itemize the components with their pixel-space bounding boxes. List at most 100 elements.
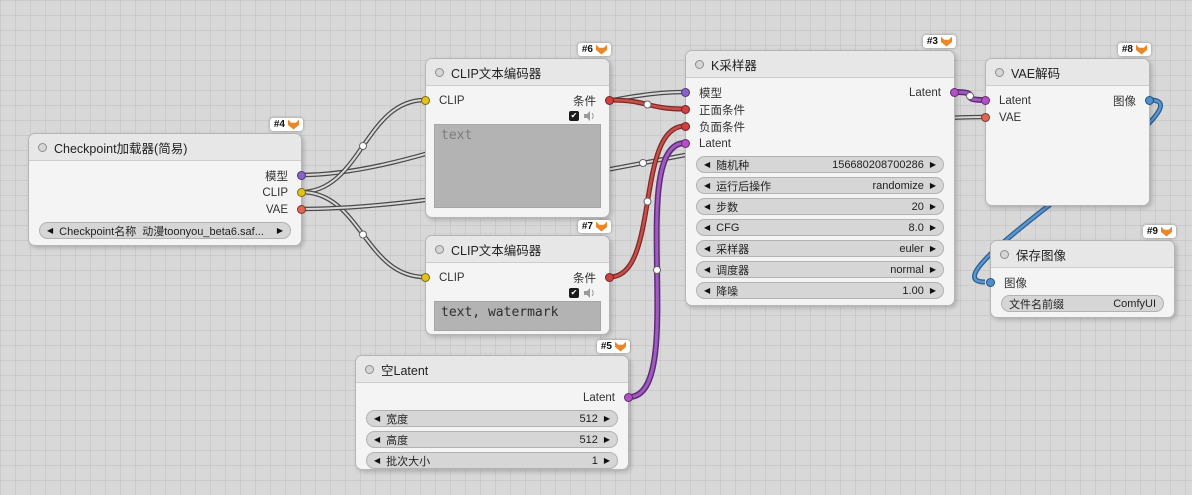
- slot-row: CLIP 条件: [421, 269, 614, 286]
- checkbox-icon[interactable]: ✔: [569, 110, 579, 121]
- increment-arrow-icon[interactable]: ▶: [603, 413, 610, 423]
- decrement-arrow-icon[interactable]: ◀: [704, 264, 711, 274]
- checkbox-icon[interactable]: ✔: [569, 287, 579, 298]
- output-slot-conditioning[interactable]: [605, 273, 614, 282]
- widget-scheduler[interactable]: ◀ 调度器 normal ▶: [696, 261, 944, 278]
- node-save-image[interactable]: #9 保存图像 图像 文件名前缀 ComfyUI: [986, 225, 1176, 318]
- decrement-arrow-icon[interactable]: ◀: [47, 225, 54, 235]
- decrement-arrow-icon[interactable]: ◀: [704, 243, 711, 253]
- increment-arrow-icon[interactable]: ▶: [929, 243, 936, 253]
- speaker-icon[interactable]: [584, 110, 596, 121]
- decrement-arrow-icon[interactable]: ◀: [374, 455, 381, 465]
- node-header[interactable]: CLIP文本编码器: [426, 236, 609, 263]
- increment-arrow-icon[interactable]: ▶: [929, 201, 936, 211]
- increment-arrow-icon[interactable]: ▶: [929, 285, 936, 295]
- widget-sampler-name[interactable]: ◀ 采样器 euler ▶: [696, 240, 944, 257]
- collapse-dot-icon[interactable]: [435, 67, 444, 77]
- node-header[interactable]: VAE解码: [986, 59, 1149, 86]
- node-clip-text-encode-negative[interactable]: #7 CLIP文本编码器 CLIP 条件 ✔ text, watermark: [421, 220, 614, 335]
- decrement-arrow-icon[interactable]: ◀: [704, 159, 711, 169]
- collapse-dot-icon[interactable]: [435, 244, 444, 254]
- collapse-dot-icon[interactable]: [38, 142, 47, 152]
- slot-label: 负面条件: [699, 121, 745, 134]
- collapse-dot-icon[interactable]: [365, 364, 374, 374]
- node-title: Checkpoint加载器(简易): [54, 141, 188, 156]
- node-badge: #4: [269, 118, 303, 131]
- slot-label: Latent: [909, 86, 941, 99]
- input-slot-model[interactable]: [681, 88, 690, 97]
- input-slot-clip[interactable]: [421, 96, 430, 105]
- decrement-arrow-icon[interactable]: ◀: [374, 413, 381, 423]
- decrement-arrow-icon[interactable]: ◀: [704, 285, 711, 295]
- node-id: #3: [926, 36, 938, 47]
- slot-label: Latent: [999, 94, 1031, 107]
- prompt-text-area[interactable]: text, watermark: [434, 301, 601, 331]
- input-slot-clip[interactable]: [421, 273, 430, 282]
- node-header[interactable]: 保存图像: [991, 241, 1174, 268]
- node-badge: #5: [596, 340, 630, 353]
- increment-arrow-icon[interactable]: ▶: [276, 225, 283, 235]
- widget-filename-prefix[interactable]: 文件名前缀 ComfyUI: [1001, 295, 1164, 312]
- widget-denoise[interactable]: ◀ 降噪 1.00 ▶: [696, 282, 944, 299]
- output-slot-image[interactable]: [1145, 96, 1154, 105]
- node-empty-latent[interactable]: #5 空Latent Latent ◀ 宽度 512 ▶ ◀ 高度 512 ▶: [355, 340, 633, 470]
- collapse-dot-icon[interactable]: [695, 59, 704, 69]
- widget-steps[interactable]: ◀ 步数 20 ▶: [696, 198, 944, 215]
- input-slot-positive[interactable]: [681, 105, 690, 114]
- output-slot-latent[interactable]: [624, 393, 633, 402]
- widget-label: 步数: [716, 201, 739, 214]
- node-clip-text-encode-positive[interactable]: #6 CLIP文本编码器 CLIP 条件 ✔ text: [421, 43, 614, 218]
- node-badge: #7: [577, 220, 611, 233]
- slot-row: 图像: [986, 274, 1174, 291]
- decrement-arrow-icon[interactable]: ◀: [374, 434, 381, 444]
- node-header[interactable]: 空Latent: [356, 356, 628, 383]
- collapse-dot-icon[interactable]: [995, 67, 1004, 77]
- widget-value: ComfyUI: [1113, 297, 1156, 310]
- node-vae-decode[interactable]: #8 VAE解码 Latent 图像 VAE: [981, 43, 1154, 206]
- input-slot-image[interactable]: [986, 278, 995, 287]
- widget-label: 高度: [386, 434, 409, 447]
- input-slot-vae[interactable]: [981, 113, 990, 122]
- increment-arrow-icon[interactable]: ▶: [929, 222, 936, 232]
- widget-seed[interactable]: ◀ 随机种 156680208700286 ▶: [696, 156, 944, 173]
- input-slot-latent[interactable]: [981, 96, 990, 105]
- node-header[interactable]: CLIP文本编码器: [426, 59, 609, 86]
- widget-value: 512: [579, 412, 598, 425]
- fox-badge-icon: [1161, 226, 1172, 237]
- node-header[interactable]: Checkpoint加载器(简易): [29, 134, 301, 161]
- output-slot-model[interactable]: [297, 171, 306, 180]
- decrement-arrow-icon[interactable]: ◀: [704, 222, 711, 232]
- increment-arrow-icon[interactable]: ▶: [929, 180, 936, 190]
- output-slot-conditioning[interactable]: [605, 96, 614, 105]
- widget-cfg[interactable]: ◀ CFG 8.0 ▶: [696, 219, 944, 236]
- widget-value: 动漫toonyou_beta6.saf...: [142, 225, 264, 238]
- node-checkpoint-loader[interactable]: #4 Checkpoint加载器(简易) 模型 CLIP VAE ◀ Check…: [28, 118, 306, 246]
- increment-arrow-icon[interactable]: ▶: [603, 455, 610, 465]
- input-slot-latent[interactable]: [681, 139, 690, 148]
- output-slot-vae[interactable]: [297, 205, 306, 214]
- output-slot-latent[interactable]: [950, 88, 959, 97]
- increment-arrow-icon[interactable]: ▶: [929, 264, 936, 274]
- widget-control-after-generate[interactable]: ◀ 运行后操作 randomize ▶: [696, 177, 944, 194]
- input-slot-negative[interactable]: [681, 122, 690, 131]
- fox-badge-icon: [596, 221, 607, 232]
- slot-label: 正面条件: [699, 104, 745, 117]
- node-ksampler[interactable]: #3 K采样器 模型 Latent 正面条件 负面条件: [681, 35, 959, 306]
- widget-width[interactable]: ◀ 宽度 512 ▶: [366, 410, 618, 427]
- increment-arrow-icon[interactable]: ▶: [929, 159, 936, 169]
- decrement-arrow-icon[interactable]: ◀: [704, 201, 711, 211]
- widget-height[interactable]: ◀ 高度 512 ▶: [366, 431, 618, 448]
- node-header[interactable]: K采样器: [686, 51, 954, 78]
- widget-checkpoint-name[interactable]: ◀ Checkpoint名称 动漫toonyou_beta6.saf... ▶: [39, 222, 291, 239]
- slot-row: 模型: [29, 167, 306, 184]
- collapse-dot-icon[interactable]: [1000, 249, 1009, 259]
- increment-arrow-icon[interactable]: ▶: [603, 434, 610, 444]
- decrement-arrow-icon[interactable]: ◀: [704, 180, 711, 190]
- prompt-text-area[interactable]: text: [434, 124, 601, 208]
- widget-batch-size[interactable]: ◀ 批次大小 1 ▶: [366, 452, 618, 469]
- slot-row: 模型 Latent: [681, 84, 959, 101]
- speaker-icon[interactable]: [584, 287, 596, 298]
- slot-label: VAE: [999, 111, 1022, 124]
- output-slot-clip[interactable]: [297, 188, 306, 197]
